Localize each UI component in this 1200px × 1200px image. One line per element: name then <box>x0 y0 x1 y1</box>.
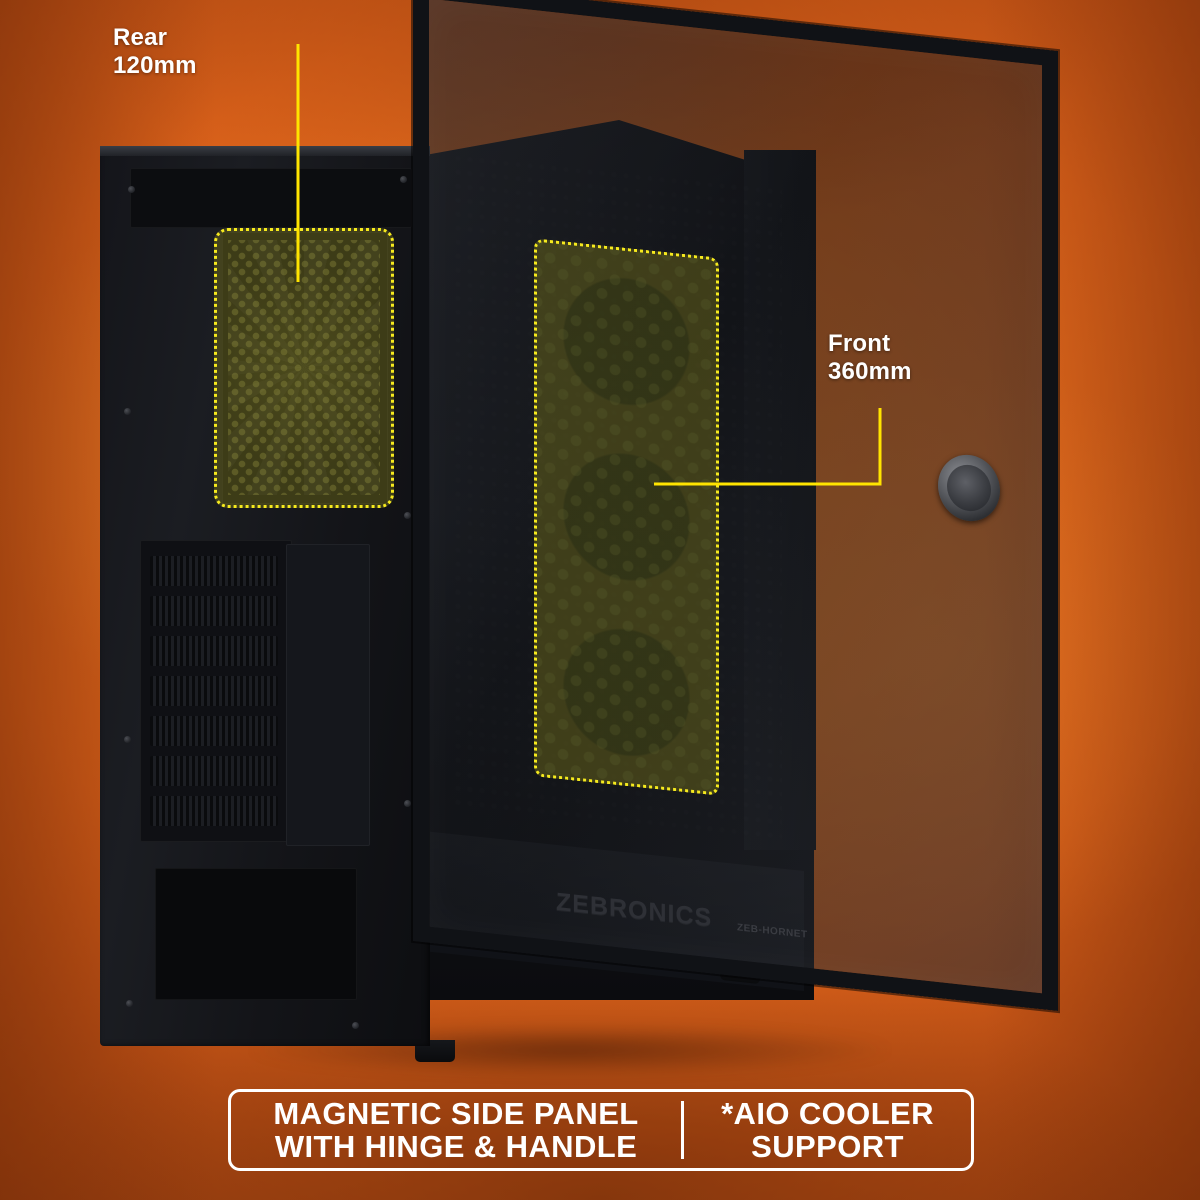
screw-mid-right <box>404 512 411 519</box>
psu-mount-opening <box>155 868 357 1000</box>
screw-mid-left <box>124 408 131 415</box>
callout-label-front: Front 360mm <box>828 330 912 385</box>
pci-slot-3 <box>150 636 278 666</box>
pci-slot-2 <box>150 596 278 626</box>
rear-fan-mesh <box>228 240 380 495</box>
screw-top-right <box>400 176 407 183</box>
pci-slot-1 <box>150 556 278 586</box>
caption-magnetic-side-panel: Magnetic side panel with hinge & handle <box>273 1095 639 1164</box>
rear-io-cutout <box>130 168 412 228</box>
caption-aio-cooler-support: *AIO Cooler Support <box>721 1095 934 1164</box>
chassis-top-edge <box>100 146 430 156</box>
front-hex-mesh <box>537 241 716 793</box>
pci-slot-6 <box>150 756 278 786</box>
callout-label-rear: Rear 120mm <box>113 24 197 79</box>
screw-low-left <box>124 736 131 743</box>
rear-fan <box>228 240 380 495</box>
pci-slot-7 <box>150 796 278 826</box>
rear-fan-bracket <box>222 232 388 504</box>
caption-bar: Magnetic side panel with hinge & handle … <box>228 1089 974 1171</box>
caption-divider <box>681 1101 684 1159</box>
pci-retention-bar <box>286 544 370 846</box>
highlight-front-radiator-zone <box>534 238 719 796</box>
screw-bottom-right <box>352 1022 359 1029</box>
pci-slot-5 <box>150 716 278 746</box>
screw-bottom-left <box>126 1000 133 1007</box>
pci-slot-4 <box>150 676 278 706</box>
highlight-rear-fan-zone <box>214 228 394 508</box>
screw-top-left <box>128 186 135 193</box>
screw-low-right <box>404 800 411 807</box>
